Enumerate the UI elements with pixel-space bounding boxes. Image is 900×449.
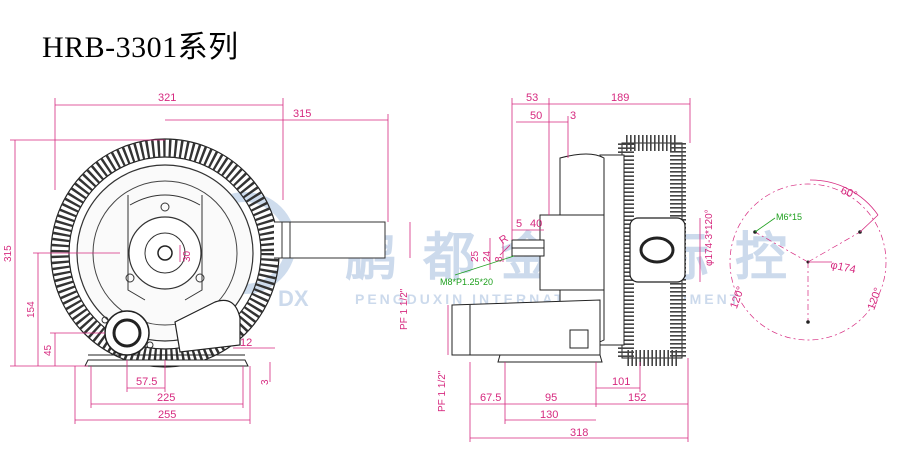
dim-side-40: 40 xyxy=(530,218,542,230)
dim-side-53: 53 xyxy=(526,92,538,104)
dim-side-5: 5 xyxy=(516,218,522,230)
dim-front-57-5: 57.5 xyxy=(136,376,157,388)
dim-front-315w: 315 xyxy=(293,108,311,120)
dim-side-24: 24 xyxy=(482,250,493,262)
dim-side-8: 8 xyxy=(494,256,505,262)
page-title: HRB-3301系列 xyxy=(42,31,239,64)
front-view: 321 315 315 154 45 30 12 3 57.5 225 255 xyxy=(3,92,411,424)
watermark-logo-letters: DX xyxy=(278,286,309,311)
flange-view: 60° M6*15 φ174 120° 120° xyxy=(728,179,887,341)
side-view: 53 189 50 3 5 40 25 24 8 R M8*P1.25*20 φ… xyxy=(437,92,715,442)
dim-side-67-5: 67.5 xyxy=(480,392,501,404)
dim-side-318: 318 xyxy=(570,427,588,439)
dim-side-25: 25 xyxy=(470,250,481,262)
angle-120-right: 120° xyxy=(865,286,884,311)
dim-front-30: 30 xyxy=(182,250,193,262)
angle-60: 60° xyxy=(839,185,859,202)
dim-side-95: 95 xyxy=(545,392,557,404)
dim-side-101: 101 xyxy=(612,376,630,388)
dim-front-154: 154 xyxy=(26,301,37,318)
dim-front-pf: PF 1 1/2" xyxy=(399,288,410,330)
dim-front-225: 225 xyxy=(157,392,175,404)
dim-front-321: 321 xyxy=(158,92,176,104)
label-side-key: M8*P1.25*20 xyxy=(440,277,493,287)
dim-side-152: 152 xyxy=(628,392,646,404)
dim-side-130: 130 xyxy=(540,409,558,421)
label-side-flange: φ174-3*120° xyxy=(704,209,715,266)
dim-side-50: 50 xyxy=(530,110,542,122)
dim-side-189: 189 xyxy=(611,92,629,104)
label-flange-pcd: φ174 xyxy=(829,259,856,276)
dim-front-315h: 315 xyxy=(3,245,14,262)
dim-side-3: 3 xyxy=(570,110,576,122)
dim-front-3: 3 xyxy=(260,379,271,385)
dim-front-12: 12 xyxy=(240,337,252,349)
dim-side-pf: PF 1 1/2" xyxy=(437,370,448,412)
label-flange-bolt: M6*15 xyxy=(776,212,802,222)
dim-front-255: 255 xyxy=(158,409,176,421)
dim-front-45: 45 xyxy=(43,344,54,356)
